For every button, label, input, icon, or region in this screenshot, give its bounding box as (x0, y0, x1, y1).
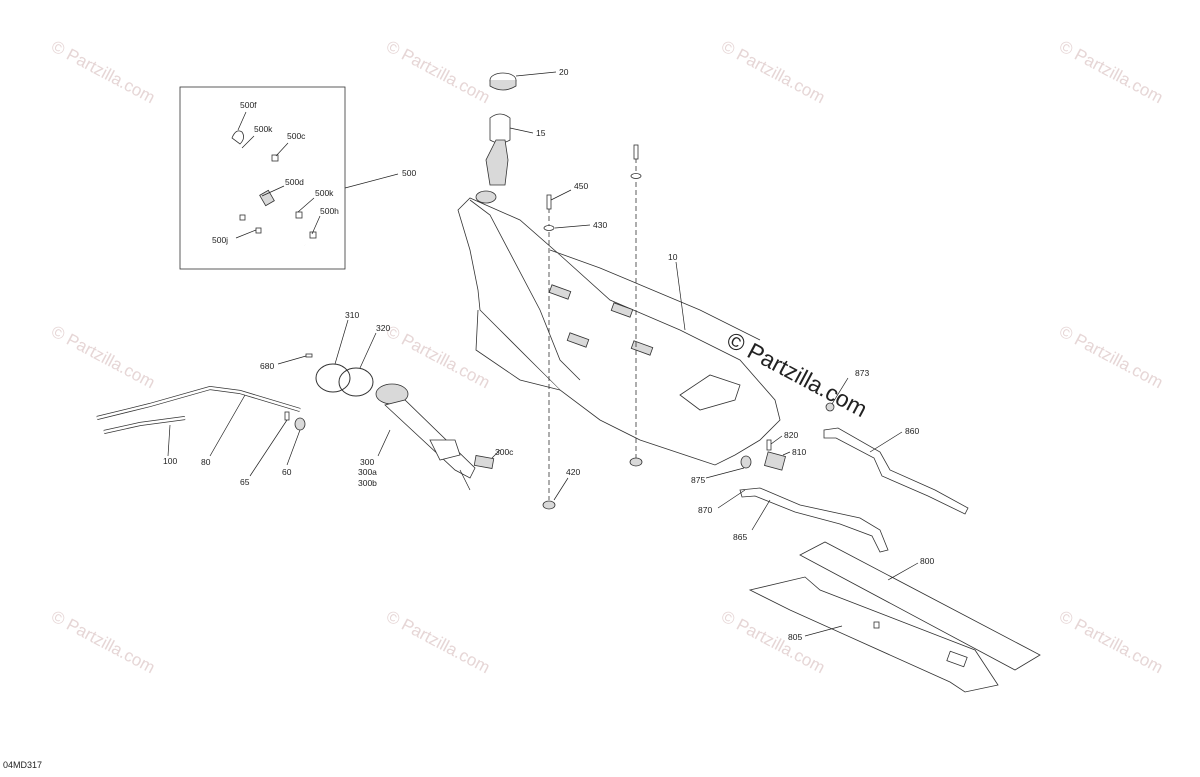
fuel-pump-300[interactable] (384, 399, 476, 479)
callout-500: 500 (402, 168, 416, 178)
fuel-pump-group: 310 320 680 300c 300 300a 300b (260, 310, 514, 491)
callout-873: 873 (855, 368, 869, 378)
washer-430[interactable] (543, 225, 555, 231)
watermark-text: © Partzilla.com (48, 322, 158, 393)
watermark-text: © Partzilla.com (383, 607, 493, 678)
bolt-450[interactable] (546, 194, 552, 210)
callout-870: 870 (698, 505, 712, 515)
o-ring-310[interactable] (315, 363, 351, 393)
watermark-text: © Partzilla.com (1056, 607, 1166, 678)
callout-500k: 500k (315, 188, 334, 198)
callout-820: 820 (784, 430, 798, 440)
callout-500k: 500k (254, 124, 273, 134)
bolt-top[interactable] (633, 144, 639, 160)
fuel-cap-group: 20 15 (485, 67, 569, 186)
clamp-500j-b[interactable] (255, 227, 262, 234)
fuel-tank-10[interactable]: 10 (457, 190, 781, 466)
callout-80: 80 (201, 457, 211, 467)
clamp-500h[interactable] (309, 231, 317, 239)
clamp-500k[interactable] (295, 211, 303, 219)
heat-shield-group: 800 805 (748, 541, 1041, 693)
hose-connector[interactable] (259, 189, 275, 207)
watermark-text: © Partzilla.com (48, 607, 158, 678)
callout-860: 860 (905, 426, 919, 436)
callout-500c: 500c (287, 131, 306, 141)
washer-top[interactable] (630, 173, 642, 179)
clamp-500c[interactable] (271, 154, 279, 162)
callout-20: 20 (559, 67, 569, 77)
callout-15: 15 (536, 128, 546, 138)
heat-shield-800[interactable] (799, 541, 1041, 671)
callout-300c: 300c (495, 447, 514, 457)
watermark-text: © Partzilla.com (718, 37, 828, 108)
drawing-code: 04MD317 (3, 760, 42, 770)
clamp-500j-a[interactable] (239, 214, 246, 221)
watermark-text: © Partzilla.com (48, 37, 158, 108)
callout-810: 810 (792, 447, 806, 457)
callout-65: 65 (240, 477, 250, 487)
callout-320: 320 (376, 323, 390, 333)
grommet-lower[interactable] (629, 457, 643, 467)
callout-10: 10 (668, 252, 678, 262)
nut-873[interactable] (825, 402, 835, 412)
screw-680[interactable] (305, 353, 313, 358)
fuel-line-group: 100 80 65 60 (96, 385, 306, 487)
fitting-60[interactable] (294, 417, 306, 431)
callout-310: 310 (345, 310, 359, 320)
callout-300: 300 (360, 457, 374, 467)
callout-865: 865 (733, 532, 747, 542)
bracket-860[interactable] (823, 427, 969, 515)
callout-500j: 500j (212, 235, 228, 245)
callout-500d: 500d (285, 177, 304, 187)
callout-60: 60 (282, 467, 292, 477)
callout-430: 430 (593, 220, 607, 230)
callout-875: 875 (691, 475, 705, 485)
watermark-text: © Partzilla.com (1056, 322, 1166, 393)
callout-800: 800 (920, 556, 934, 566)
callout-500f: 500f (240, 100, 257, 110)
inset-frame (179, 86, 346, 270)
pump-filter-300c[interactable] (473, 455, 495, 469)
filler-hose-inset: 500f 500k 500c 500d 500k 500h 500j 500 (179, 86, 416, 270)
bracket-group: 875 810 820 865 870 873 860 (691, 368, 969, 553)
callout-450: 450 (574, 181, 588, 191)
callout-300b: 300b (358, 478, 377, 488)
clip-875[interactable] (740, 455, 752, 469)
callout-805: 805 (788, 632, 802, 642)
sensor-810[interactable] (764, 451, 786, 471)
o-ring-320[interactable] (338, 367, 374, 397)
callout-100: 100 (163, 456, 177, 466)
callout-680: 680 (260, 361, 274, 371)
callout-300a: 300a (358, 467, 377, 477)
watermark-text: © Partzilla.com (1056, 37, 1166, 108)
tank-filler-opening (475, 190, 497, 204)
fastener-group: 450 430 420 (542, 144, 643, 510)
clamp-500f[interactable] (231, 130, 244, 145)
heat-shield-805[interactable] (748, 576, 999, 693)
filler-neck-tube[interactable] (485, 139, 509, 186)
watermark-text: © Partzilla.com (383, 37, 493, 108)
bracket-865[interactable] (739, 487, 889, 553)
callout-500h: 500h (320, 206, 339, 216)
callout-420: 420 (566, 467, 580, 477)
clamp-65[interactable] (284, 411, 290, 421)
grommet-420[interactable] (542, 500, 556, 510)
screw-820[interactable] (766, 439, 772, 451)
filler-neck-15[interactable] (489, 113, 511, 144)
